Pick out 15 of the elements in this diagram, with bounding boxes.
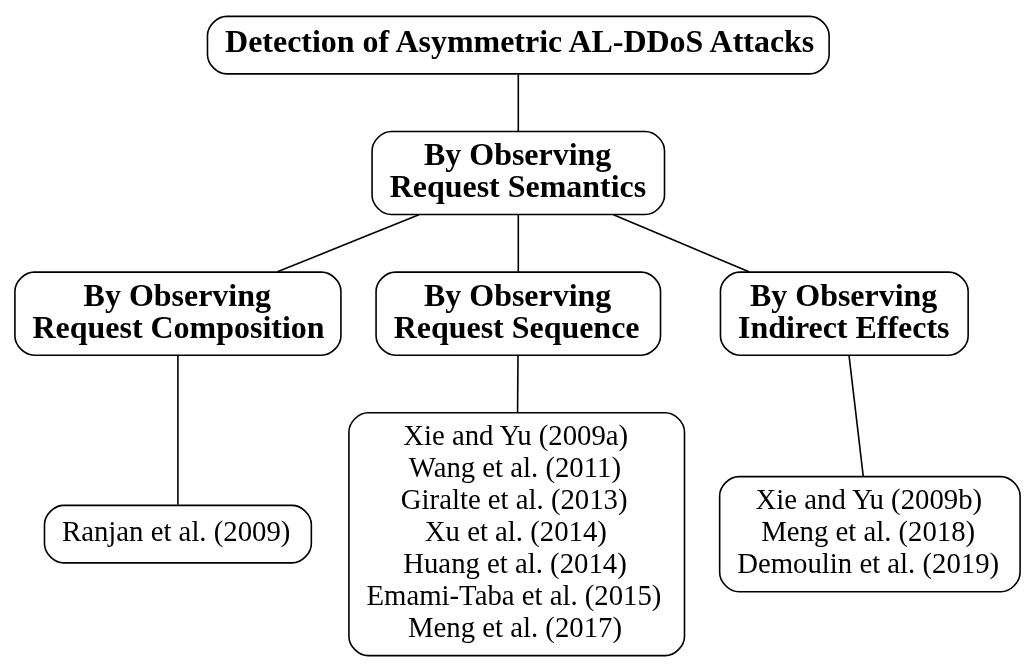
connector xyxy=(612,213,750,273)
connector xyxy=(848,354,865,477)
node-box: By Observing Request Composition xyxy=(14,270,342,356)
connector xyxy=(276,213,420,273)
node-box: By Observing Request Sequence xyxy=(375,270,662,356)
node-box: Detection of Asymmetric AL-DDoS Attacks xyxy=(206,15,830,75)
connector xyxy=(517,73,520,132)
node-box: Xie and Yu (2009a) Wang et al. (2011) Giralte et al. (2013) Xu et al. (2014) Huang et al. (2014) Emami-Taba et al. (2015) Meng et al. (2017) xyxy=(348,411,686,656)
connector xyxy=(516,354,519,413)
node-box: By Observing Indirect Effects xyxy=(719,270,969,356)
node-box: Ranjan et al. (2009) xyxy=(43,504,313,564)
node-box: By Observing Request Semantics xyxy=(371,130,666,215)
connector xyxy=(517,213,520,273)
connector xyxy=(177,354,179,506)
node-box: Xie and Yu (2009b) Meng et al. (2018) Demoulin et al. (2019) xyxy=(718,475,1021,592)
